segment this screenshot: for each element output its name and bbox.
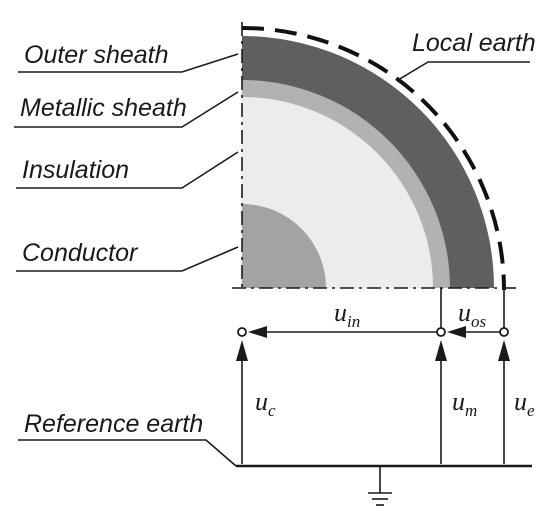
outer-sheath-label: Outer sheath [24,41,169,69]
conductor-terminal [237,327,247,337]
conductor-leader [16,246,239,272]
outer-sheath-leader [18,53,239,73]
u-os-arrowhead [447,326,466,338]
metallic-sheath-label: Metallic sheath [20,94,187,122]
reference-earth-label: Reference earth [24,410,203,438]
u-e-label: ue [514,387,535,420]
ground-icon [368,466,392,506]
insulation-label: Insulation [22,156,129,184]
reference-earth-leader [18,439,237,467]
local-earth-label: Local earth [412,29,536,57]
insulation-leader [16,151,239,189]
metallic-sheath-leader [14,91,239,128]
conductor-label: Conductor [22,239,139,267]
u-in-label: uin [334,298,360,331]
conductor-core [242,204,326,288]
u-c-label: uc [255,387,276,420]
local-earth-leader [397,61,530,81]
u-m-label: um [452,387,477,420]
local-earth-terminal [499,327,509,337]
local-earth-boundary [241,26,506,291]
u-c-arrowhead [236,340,248,361]
u-m-arrowhead [435,340,447,361]
u-in-arrowhead [248,326,267,338]
u-e-arrowhead [498,340,510,361]
u-os-label: uos [458,298,487,331]
metallic-sheath-terminal [436,327,446,337]
